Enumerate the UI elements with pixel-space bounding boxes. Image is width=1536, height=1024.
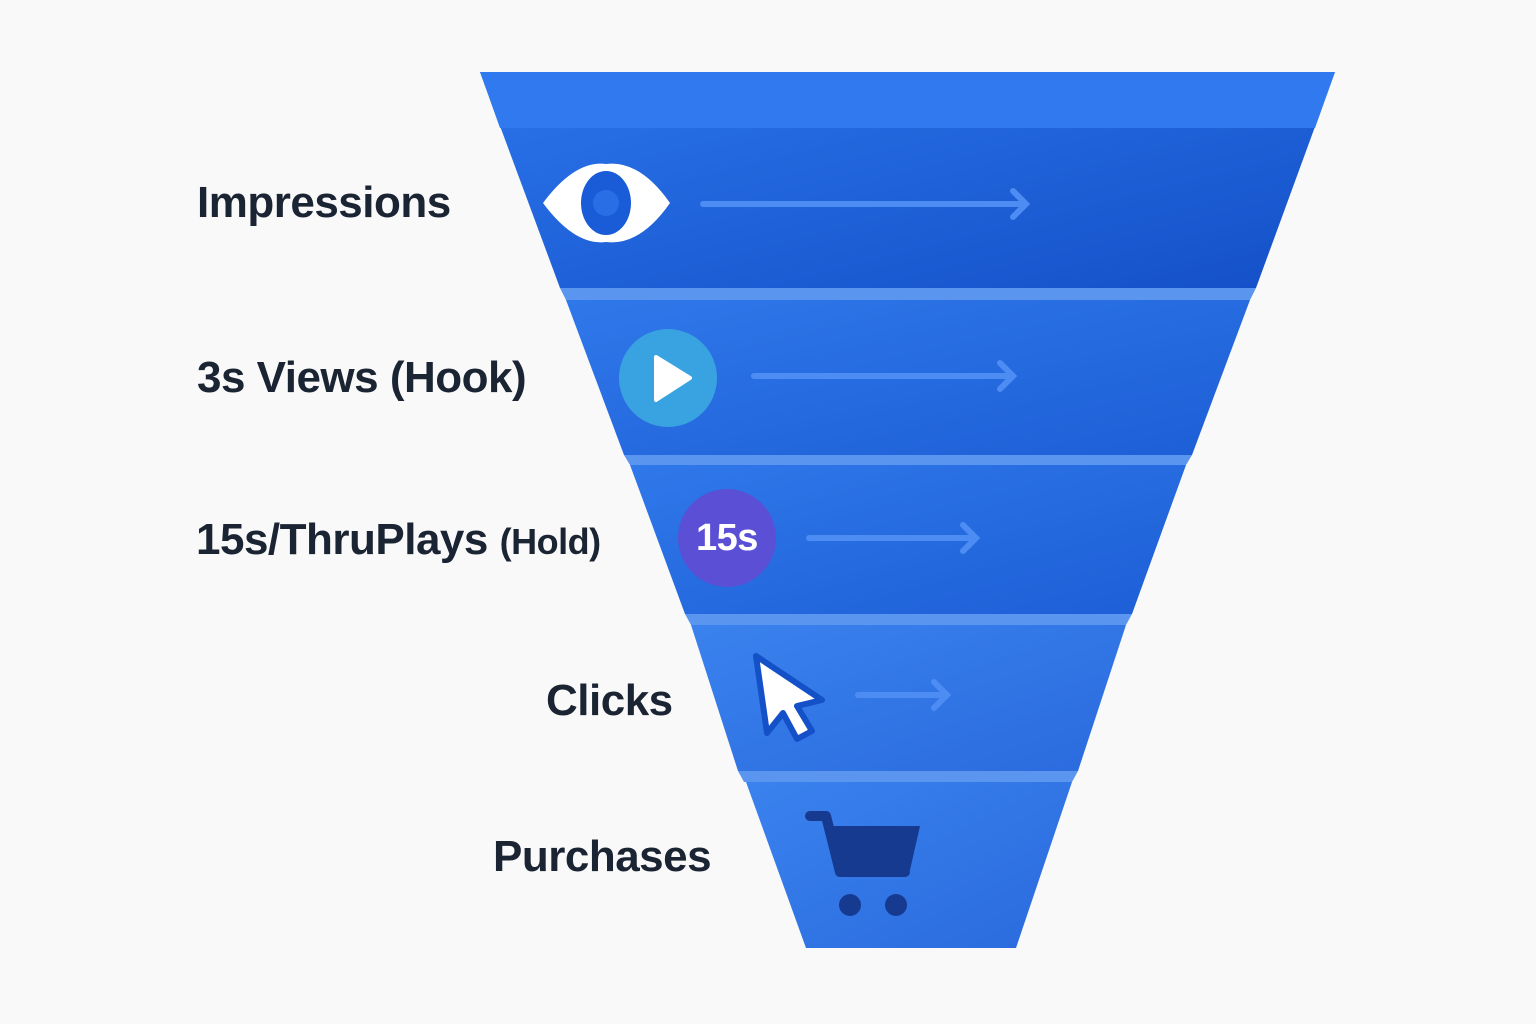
arrow-right-icon	[855, 679, 952, 711]
eye-icon	[543, 163, 670, 243]
stage-label-clicks: Clicks	[546, 676, 673, 725]
stage-label-thruplays: 15s/ThruPlays (Hold)	[196, 518, 601, 562]
funnel-separator	[738, 771, 1078, 782]
play-icon	[619, 329, 717, 427]
funnel-rim	[480, 72, 1335, 128]
stage-label-thruplays-main: 15s/ThruPlays	[196, 515, 488, 564]
cursor-icon	[753, 653, 825, 742]
badge-15s-text: 15s	[696, 517, 758, 559]
funnel-separator	[624, 455, 1192, 465]
arrow-right-icon	[806, 522, 981, 554]
funnel-separator	[685, 614, 1132, 625]
stage-label-impressions: Impressions	[197, 178, 451, 227]
stage-label-purchases: Purchases	[493, 832, 712, 881]
stage-label-thruplays-suffix: (Hold)	[499, 521, 601, 562]
arrow-right-icon	[700, 188, 1031, 220]
funnel-separator	[560, 288, 1256, 300]
15s-badge-icon	[678, 489, 776, 587]
stage-label-3s-views: 3s Views (Hook)	[197, 353, 527, 402]
shopping-cart-icon	[805, 811, 920, 916]
arrow-right-icon	[751, 360, 1018, 392]
